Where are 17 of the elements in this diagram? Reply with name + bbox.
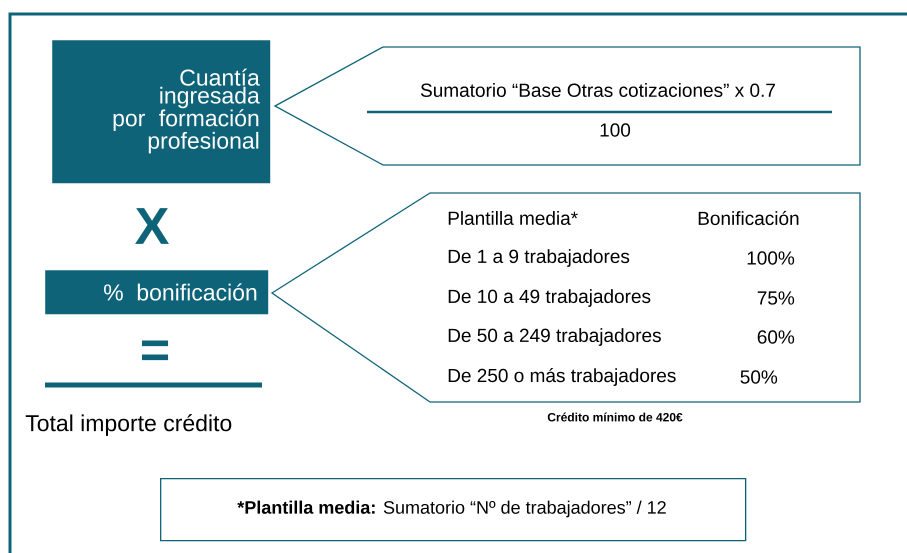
node-label: 50% xyxy=(740,370,778,384)
times-sign: X xyxy=(135,208,169,244)
node-label: Bonificación xyxy=(698,210,798,226)
node-label: 60% xyxy=(758,330,794,344)
node-label: De 250 o más trabajadores xyxy=(448,368,676,386)
node-label: De 50 a 249 trabajadores xyxy=(448,328,661,346)
node-label: 100% xyxy=(748,251,794,265)
title-box: Cuantía ingresada por formación profesional xyxy=(52,40,270,184)
node-label: De 10 a 49 trabajadores xyxy=(448,289,650,307)
node-label: 75% xyxy=(758,291,794,305)
title-box: % bonificación xyxy=(45,270,268,314)
equals-sign: = xyxy=(142,340,168,360)
footnote-box: *Plantilla media: Sumatorio “Nº de trabajadores” / 12 xyxy=(160,478,746,542)
node-label: Plantilla media* xyxy=(448,211,578,225)
result-label: Total importe crédito xyxy=(26,414,232,436)
node-label: De 1 a 9 trabajadores xyxy=(448,249,630,267)
note-text: Crédito mínimo de 420€ xyxy=(548,412,682,422)
